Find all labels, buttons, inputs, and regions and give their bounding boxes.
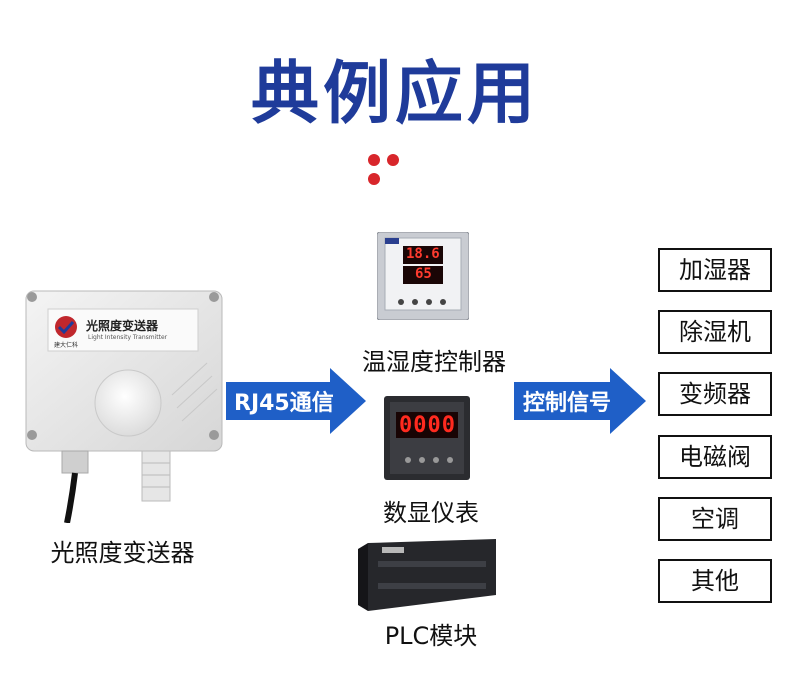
decorative-dots	[368, 151, 424, 185]
transmitter-panel-title: 光照度变送器	[86, 319, 159, 333]
output-solenoid-valve: 电磁阀	[658, 435, 772, 479]
plc-image	[358, 533, 500, 615]
output-humidifier: 加湿器	[658, 248, 772, 292]
controller-image: 18.6 65	[376, 231, 470, 321]
transmitter-label: 光照度变送器	[50, 539, 195, 567]
control-signal-arrow: 控制信号	[514, 368, 646, 434]
transmitter-panel-subtitle: Light Intensity Transmitter	[88, 334, 168, 341]
plc-label: PLC模块	[384, 622, 478, 650]
rj45-arrow-label: RJ45通信	[234, 391, 334, 416]
output-inverter: 变频器	[658, 372, 772, 416]
transmitter-image: 光照度变送器 Light Intensity Transmitter 建大仁科	[22, 283, 223, 523]
rj45-arrow: RJ45通信	[226, 368, 366, 434]
output-other: 其他	[658, 559, 772, 603]
meter-reading: 0000	[399, 413, 456, 438]
control-signal-arrow-label: 控制信号	[523, 391, 612, 416]
digital-meter-image: 0000	[384, 396, 470, 480]
page-title: 典例应用	[250, 55, 539, 134]
logo-caption: 建大仁科	[54, 342, 79, 349]
controller-reading-bottom: 65	[415, 266, 432, 282]
output-air-conditioner: 空调	[658, 497, 772, 541]
controller-label: 温湿度控制器	[362, 348, 506, 376]
output-dehumidifier: 除湿机	[658, 310, 772, 354]
controller-reading-top: 18.6	[406, 246, 440, 262]
meter-label: 数显仪表	[383, 499, 479, 527]
